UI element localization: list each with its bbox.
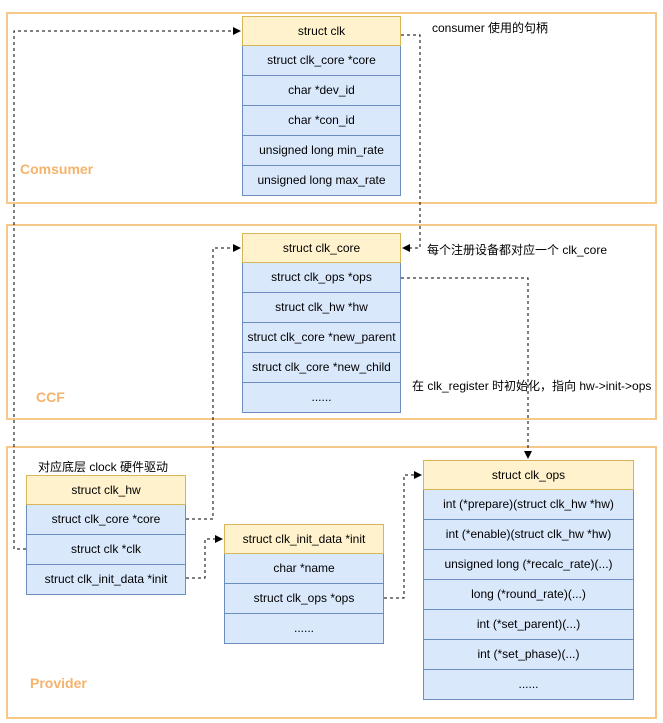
struct-clk-field: struct clk_core *core xyxy=(242,46,401,76)
arrow-core-ops-to-clk-ops xyxy=(401,277,532,459)
struct-clk-hw-field: struct clk *clk xyxy=(26,535,186,565)
arrow-clk-core-to-clk-core xyxy=(401,34,421,252)
struct-clk-core-field: struct clk_core *new_child xyxy=(242,353,401,383)
struct-clk-hw-header: struct clk_hw xyxy=(26,475,186,505)
struct-clk-field: unsigned long min_rate xyxy=(242,136,401,166)
struct-clk-init-data: struct clk_init_data *init char *name st… xyxy=(224,524,384,644)
provider-layer-label: Provider xyxy=(30,675,87,691)
struct-clk-init-data-header: struct clk_init_data *init xyxy=(224,524,384,554)
struct-clk: struct clk struct clk_core *core char *d… xyxy=(242,16,401,196)
struct-clk-ops-field: int (*set_phase)(...) xyxy=(423,640,634,670)
struct-clk-core-field: struct clk_ops *ops xyxy=(242,263,401,293)
consumer-layer-label: Comsumer xyxy=(20,161,94,177)
note-init-on-register: 在 clk_register 时初始化，指向 hw->init->ops xyxy=(412,379,652,393)
struct-clk-hw-field: struct clk_core *core xyxy=(26,505,186,535)
struct-clk-ops-field: unsigned long (*recalc_rate)(...) xyxy=(423,550,634,580)
provider-layer xyxy=(6,446,657,719)
arrow-hw-core-to-clk-core xyxy=(186,244,241,520)
struct-clk-init-data-field: char *name xyxy=(224,554,384,584)
struct-clk-ops-field: int (*enable)(struct clk_hw *hw) xyxy=(423,520,634,550)
struct-clk-field: char *dev_id xyxy=(242,76,401,106)
consumer-layer xyxy=(6,12,657,204)
ccf-layer xyxy=(6,224,657,420)
struct-clk-ops-field: int (*prepare)(struct clk_hw *hw) xyxy=(423,490,634,520)
struct-clk-core-field: ...... xyxy=(242,383,401,413)
struct-clk-field: char *con_id xyxy=(242,106,401,136)
note-hw-driver: 对应底层 clock 硬件驱动 xyxy=(38,460,169,474)
struct-clk-ops: struct clk_ops int (*prepare)(struct clk… xyxy=(423,460,634,700)
struct-clk-ops-field: ...... xyxy=(423,670,634,700)
note-per-device-core: 每个注册设备都对应一个 clk_core xyxy=(427,243,608,257)
struct-clk-header: struct clk xyxy=(242,16,401,46)
struct-clk-ops-field: long (*round_rate)(...) xyxy=(423,580,634,610)
arrow-init-ops-to-clk-ops xyxy=(384,471,422,599)
struct-clk-ops-header: struct clk_ops xyxy=(423,460,634,490)
struct-clk-core-header: struct clk_core xyxy=(242,233,401,263)
struct-clk-init-data-field: struct clk_ops *ops xyxy=(224,584,384,614)
struct-clk-hw-field: struct clk_init_data *init xyxy=(26,565,186,595)
struct-clk-core: struct clk_core struct clk_ops *ops stru… xyxy=(242,233,401,413)
struct-clk-core-field: struct clk_hw *hw xyxy=(242,293,401,323)
struct-clk-hw: struct clk_hw struct clk_core *core stru… xyxy=(26,475,186,595)
arrow-hw-clk-to-clk xyxy=(13,27,241,550)
note-consumer-handle: consumer 使用的句柄 xyxy=(432,21,549,35)
ccf-layer-label: CCF xyxy=(36,389,65,405)
struct-clk-field: unsigned long max_rate xyxy=(242,166,401,196)
arrow-hw-init-to-init-data xyxy=(186,535,223,579)
struct-clk-core-field: struct clk_core *new_parent xyxy=(242,323,401,353)
struct-clk-ops-field: int (*set_parent)(...) xyxy=(423,610,634,640)
struct-clk-init-data-field: ...... xyxy=(224,614,384,644)
